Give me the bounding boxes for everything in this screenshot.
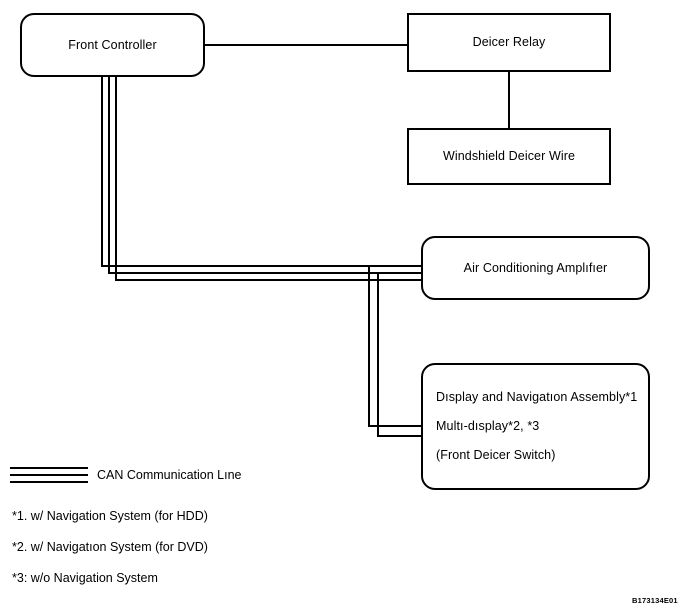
figure-code: B173134E01 <box>632 596 678 605</box>
can-bus-run-to-amplifier-line-1 <box>101 265 423 267</box>
air-conditioning-amplifier-label: Air Conditioning Amplıfıer <box>463 260 608 275</box>
wire-deicer-relay-to-windshield-wire <box>508 70 510 130</box>
node-windshield-deicer-wire[interactable]: Windshield Deicer Wire <box>407 128 611 185</box>
can-bus-run-to-amplifier-line-2 <box>108 272 423 274</box>
can-line-legend-symbol <box>10 467 88 483</box>
node-front-controller[interactable]: Front Controller <box>20 13 205 77</box>
can-line-legend-label: CAN Communication Lıne <box>97 468 242 482</box>
node-air-conditioning-amplifier[interactable]: Air Conditioning Amplıfıer <box>421 236 650 300</box>
display-navigation-assembly-label: Dısplay and Navigatıon Assembly*1 <box>436 390 638 404</box>
can-bus-run-to-amplifier-line-3 <box>115 279 423 281</box>
can-bus-branch-run-to-display-line-2 <box>377 435 423 437</box>
footnote-1: *1. w/ Navigation System (for HDD) <box>12 509 208 523</box>
can-bus-drop-line-3 <box>115 74 117 281</box>
can-bus-branch-drop-line-2 <box>377 272 379 435</box>
legend-line-1 <box>10 467 88 469</box>
front-controller-label: Front Controller <box>68 37 157 52</box>
deicer-relay-label: Deicer Relay <box>472 35 546 49</box>
can-bus-drop-line-1 <box>101 74 103 267</box>
wire-front-controller-to-deicer-relay <box>203 44 409 46</box>
bus-corner-mask <box>370 281 375 423</box>
front-deicer-switch-label: (Front Deicer Switch) <box>436 448 556 462</box>
footnote-2: *2. w/ Navigatıon System (for DVD) <box>12 540 208 554</box>
windshield-deicer-wire-label: Windshield Deicer Wire <box>442 149 576 163</box>
can-bus-drop-line-2 <box>108 74 110 274</box>
footnote-3: *3: w/o Navigation System <box>12 571 158 585</box>
legend-line-3 <box>10 481 88 483</box>
node-deicer-relay[interactable]: Deicer Relay <box>407 13 611 72</box>
multi-display-label: Multı-dısplay*2, *3 <box>436 419 540 433</box>
can-bus-branch-drop-line-1 <box>368 265 370 427</box>
legend-line-2 <box>10 474 88 476</box>
can-bus-branch-run-to-display-line-1 <box>368 425 423 427</box>
node-display-and-navigation-assembly[interactable]: Dısplay and Navigatıon Assembly*1 Multı-… <box>421 363 650 490</box>
